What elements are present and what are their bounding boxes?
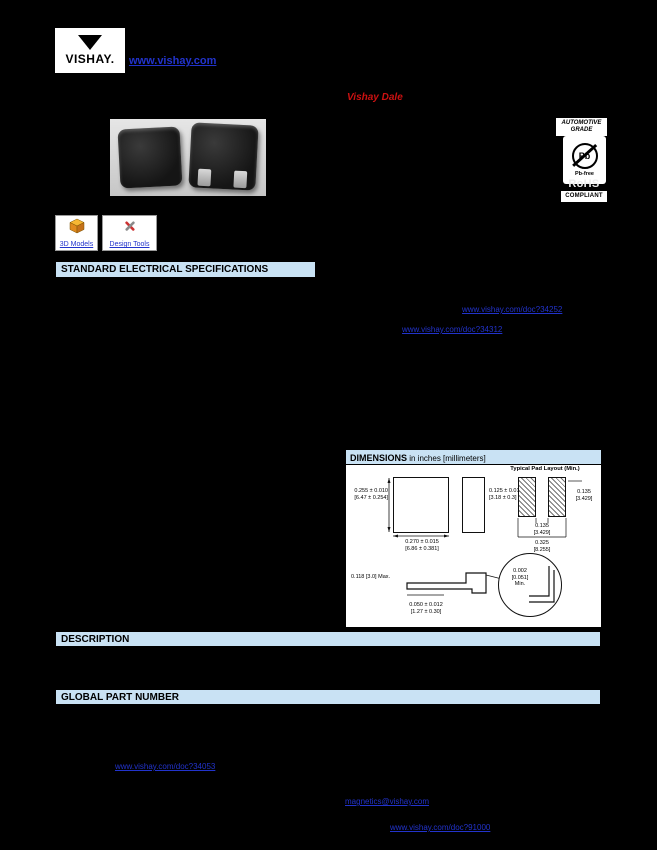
- spec-note-link-1[interactable]: www.vishay.com/doc?34252: [462, 305, 563, 314]
- dim-pad-width: 0.135 [3.429]: [575, 489, 593, 502]
- disclaimer-link[interactable]: www.vishay.com/doc?91000: [390, 823, 491, 832]
- pad-layout-title: Typical Pad Layout (Min.): [510, 466, 580, 472]
- pb-free-label: Pb-free: [575, 171, 594, 177]
- 3d-models-link[interactable]: 3D Models: [59, 241, 94, 248]
- product-photo-left: [117, 126, 183, 189]
- pb-free-badge: Pb Pb-free: [563, 136, 606, 184]
- vishay-triangle-icon: [78, 35, 102, 50]
- product-photo-right: [188, 122, 259, 191]
- pb-crossed-icon: Pb: [571, 143, 598, 169]
- brand-name: Vishay Dale: [347, 92, 403, 103]
- pad-left: [518, 477, 536, 517]
- terminal-left: [197, 168, 212, 187]
- dim-coplanarity: 0.002 [0.051] Min.: [511, 568, 529, 587]
- dimensions-header: DIMENSIONS in inches [millimeters]: [346, 450, 601, 465]
- dim-pad-span: 0.325 [8.255]: [533, 540, 551, 553]
- dim-body-height: 0.125 ± 0.01 [3.18 ± 0.3]: [489, 488, 520, 501]
- product-image: [110, 119, 266, 196]
- vishay-logo: VISHAY.: [55, 28, 125, 73]
- section-description: DESCRIPTION: [55, 631, 601, 647]
- dimensions-subtitle: in inches [millimeters]: [407, 454, 486, 463]
- rohs-label: RoHS: [568, 178, 600, 190]
- global-part-number-link[interactable]: www.vishay.com/doc?34053: [115, 762, 216, 771]
- contact-email-link[interactable]: magnetics@vishay.com: [345, 797, 429, 806]
- spec-note-link-2[interactable]: www.vishay.com/doc?34312: [402, 325, 503, 334]
- dim-terminal-length: 0.050 ± 0.012 [1.27 ± 0.30]: [409, 602, 443, 615]
- dimensions-title: DIMENSIONS: [350, 453, 408, 463]
- website-link[interactable]: www.vishay.com: [129, 55, 217, 67]
- vishay-logo-text: VISHAY.: [65, 52, 115, 66]
- terminal-right: [233, 170, 248, 189]
- 3d-models-card[interactable]: 3D Models: [55, 215, 98, 251]
- automotive-grade-badge: AUTOMOTIVE GRADE: [556, 116, 607, 138]
- detail-circle: 0.002 [0.051] Min.: [498, 553, 562, 617]
- side-view-outline: [462, 477, 485, 533]
- section-global-part-number: GLOBAL PART NUMBER: [55, 689, 601, 705]
- rohs-compliant-badge: COMPLIANT: [561, 191, 607, 202]
- dimensions-drawing: Typical Pad Layout (Min.) 0.255 ± 0.010 …: [346, 465, 601, 626]
- pad-right: [548, 477, 566, 517]
- 3d-cube-icon: [68, 218, 85, 234]
- dim-pad-gap: 0.135 [3.429]: [533, 523, 551, 536]
- automotive-grade-line2: GRADE: [570, 127, 593, 133]
- dim-profile-height: 0.118 [3.0] Max.: [351, 574, 391, 580]
- dim-body-length: 0.270 ± 0.015 [6.86 ± 0.381]: [405, 539, 439, 552]
- design-tools-card[interactable]: Design Tools: [102, 215, 157, 251]
- dimensions-panel: DIMENSIONS in inches [millimeters]: [345, 449, 602, 628]
- design-tools-link[interactable]: Design Tools: [109, 241, 150, 248]
- section-standard-electrical-specifications: STANDARD ELECTRICAL SPECIFICATIONS: [55, 261, 316, 278]
- pb-slash: [571, 143, 597, 167]
- dim-body-width: 0.255 ± 0.010 [6.47 ± 0.254]: [354, 488, 388, 501]
- top-view-outline: [393, 477, 449, 533]
- crossed-tools-icon: [124, 221, 135, 231]
- automotive-grade-line1: AUTOMOTIVE: [561, 120, 602, 126]
- side-profile-drawing: [406, 572, 487, 596]
